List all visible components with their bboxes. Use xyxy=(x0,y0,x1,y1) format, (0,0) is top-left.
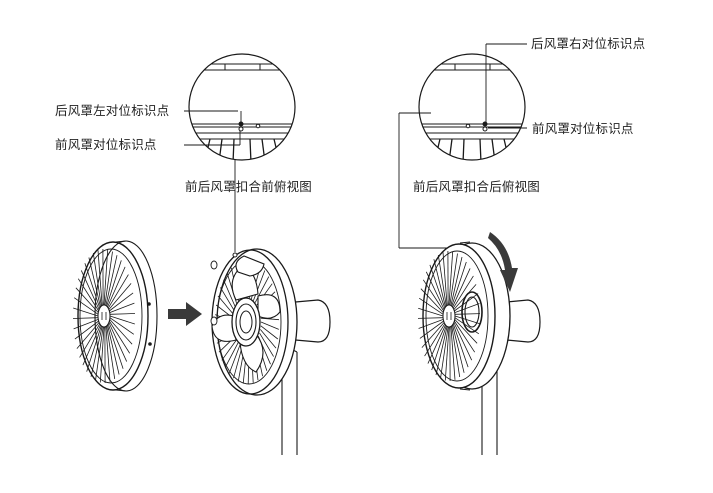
left-rear-mark-label: 后风罩左对位标识点 xyxy=(55,103,170,118)
fan-assembled-right xyxy=(417,241,541,455)
front-grille-detached xyxy=(72,240,158,392)
push-direction-arrow xyxy=(168,302,202,326)
left-caption: 前后风罩扣合前俯视图 xyxy=(185,179,313,194)
left-top-view-magnifier xyxy=(188,53,296,161)
rotate-direction-arrow xyxy=(488,232,518,292)
right-front-mark-label: 前风罩对位标识点 xyxy=(532,121,634,136)
fan-body-left xyxy=(210,248,331,455)
right-caption: 前后风罩扣合后俯视图 xyxy=(413,179,541,194)
left-leader-lines xyxy=(184,110,242,252)
right-top-view-magnifier xyxy=(418,53,526,161)
right-leader-lines xyxy=(398,43,527,249)
left-front-mark-label: 前风罩对位标识点 xyxy=(55,137,157,152)
right-rear-mark-label: 后风罩右对位标识点 xyxy=(531,36,646,51)
